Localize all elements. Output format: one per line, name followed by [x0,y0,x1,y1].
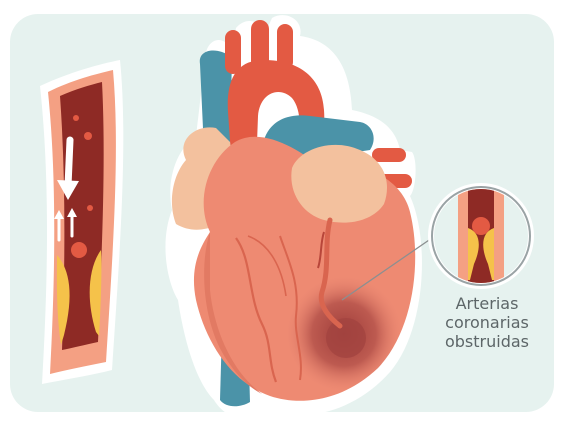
blocked-arteries-label: Arterias coronarias obstruidas [431,294,543,351]
label-line-2: coronarias [431,313,543,332]
artery-section [40,60,123,384]
label-line-1: Arterias [431,294,543,313]
label-line-3: obstruidas [431,332,543,351]
